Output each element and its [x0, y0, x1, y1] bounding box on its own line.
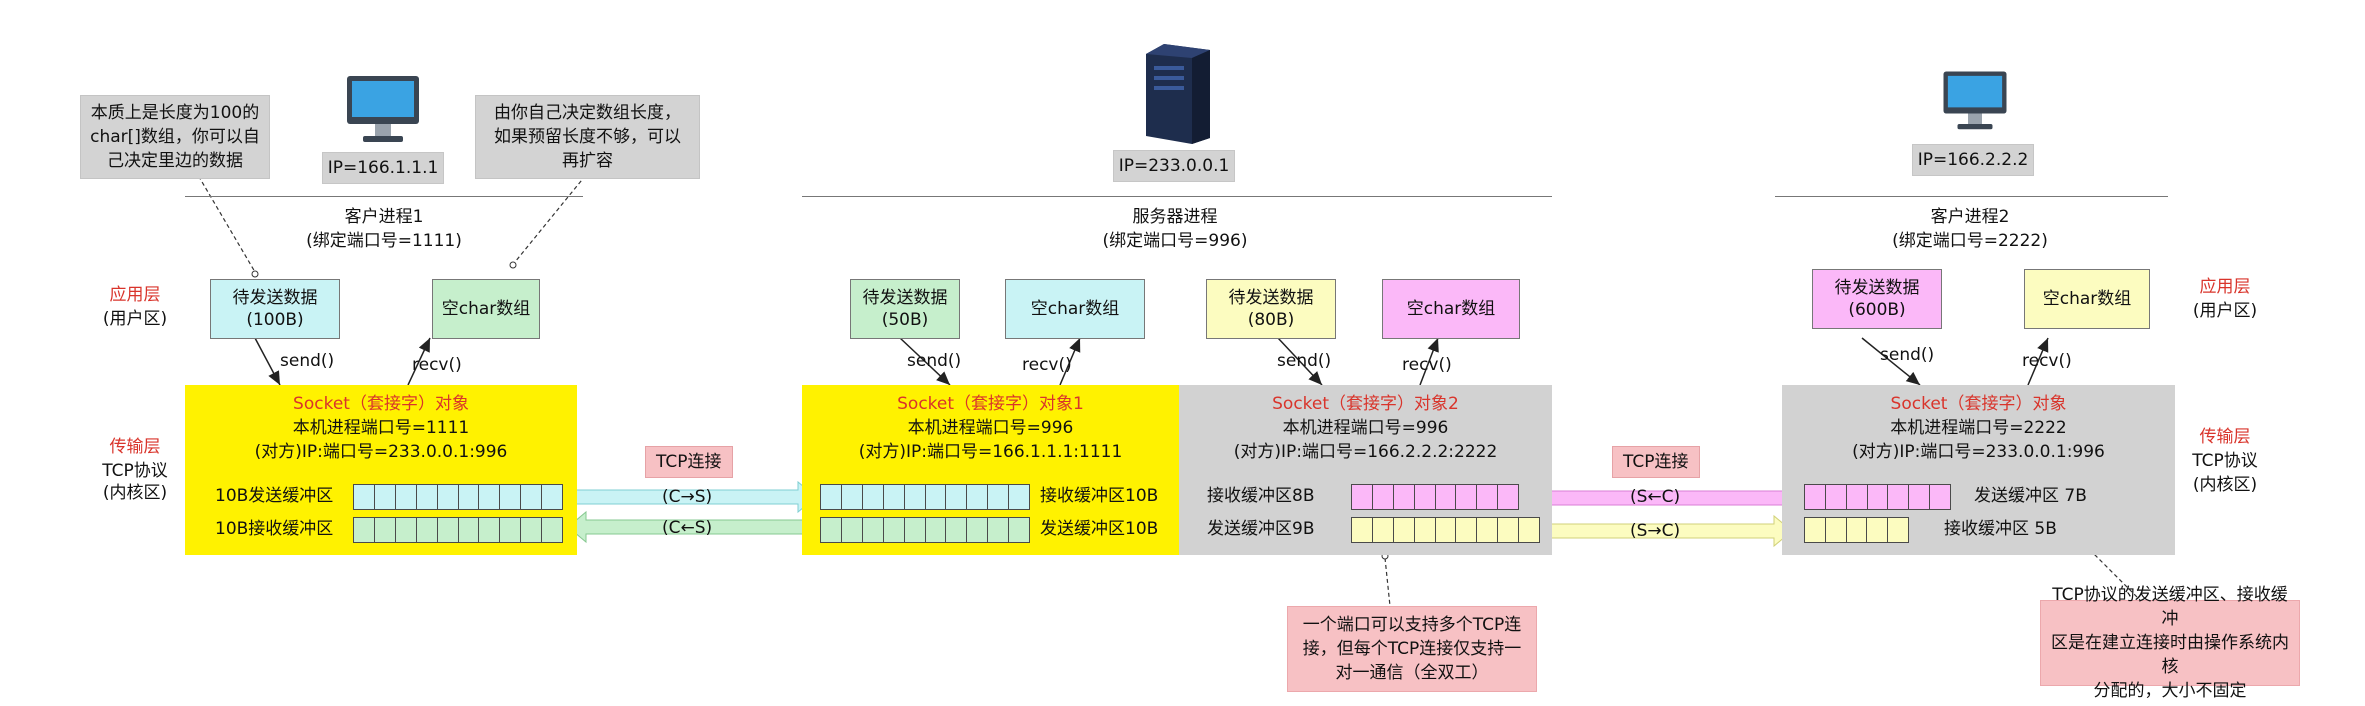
app-layer-label-right: 应用层 [2199, 277, 2251, 297]
client1-divider [185, 196, 583, 197]
transport-layer-sub1-left: TCP协议 [102, 461, 168, 481]
client2-socket-local-port: 本机进程端口号=2222 [1890, 418, 2067, 438]
client1-send-call: send() [280, 351, 335, 371]
client1-send-buffer [353, 484, 564, 510]
server-socket2-send-buffer-label: 发送缓冲区9B [1207, 519, 1315, 539]
client2-send-buffer [1804, 484, 1952, 510]
tcp-direction-right-bottom: (S→C) [1630, 521, 1681, 541]
server-socket2-peer: (对方)IP:端口号=166.2.2.2:2222 [1233, 442, 1498, 462]
client1-recv-buffer [353, 517, 564, 543]
transport-layer-sub2-left: (内核区) [102, 483, 168, 503]
server-socket2-title: Socket（套接字）对象2 [1272, 394, 1459, 414]
send-arrow-server1 [899, 337, 951, 386]
note-buffer-kernel: TCP协议的发送缓冲区、接收缓冲 区是在建立连接时由操作系统内核 分配的，大小不… [2040, 585, 2300, 701]
client1-ip: IP=166.1.1.1 [322, 152, 444, 184]
client2-recv-call: recv() [2022, 351, 2072, 371]
client1-socket-peer: (对方)IP:端口号=233.0.0.1:996 [254, 442, 508, 462]
server-send-data2-box: 待发送数据 (80B) [1206, 279, 1336, 339]
server-send-data1-box: 待发送数据 (50B) [850, 279, 960, 339]
transport-layer-label-right: 传输层 [2199, 427, 2251, 447]
server-divider [802, 196, 1552, 197]
transport-layer-sub2-right: (内核区) [2192, 475, 2258, 495]
client2-process-name: 客户进程2 [1930, 207, 2010, 227]
send-arrow-client2 [1861, 337, 1921, 386]
desktop-computer-icon [1940, 68, 2010, 138]
server-socket1-send-buffer [820, 517, 1031, 543]
server-socket1-peer: (对方)IP:端口号=166.1.1.1:1111 [858, 442, 1123, 462]
tcp-direction-left-bottom: (C←S) [662, 518, 713, 538]
send-arrow-server2 [1277, 337, 1323, 386]
client2-port: (绑定端口号=2222) [1892, 231, 2048, 251]
server-socket2: Socket（套接字）对象2 本机进程端口号=996 (对方)IP:端口号=16… [1179, 385, 1552, 555]
client2-socket-peer: (对方)IP:端口号=233.0.0.1:996 [1852, 442, 2105, 462]
server-socket1-send-buffer-label: 发送缓冲区10B [1040, 519, 1159, 539]
recv-arrow-server2 [1419, 337, 1439, 386]
server-socket2-recv-buffer [1351, 484, 1519, 510]
app-layer-sub-right: (用户区) [2192, 301, 2258, 321]
server-socket1-title: Socket（套接字）对象1 [897, 394, 1084, 414]
client1-process-name: 客户进程1 [344, 207, 424, 227]
client2-send-data-box: 待发送数据 (600B) [1812, 269, 1942, 329]
recv-arrow-client2 [2027, 337, 2049, 386]
server-ip: IP=233.0.0.1 [1113, 150, 1235, 182]
tcp-direction-left-top: (C→S) [662, 487, 713, 507]
server-socket2-local-port: 本机进程端口号=996 [1282, 418, 1449, 438]
client1-send-data-box: 待发送数据 (100B) [210, 279, 340, 339]
server-send-call2: send() [1277, 351, 1332, 371]
client2-socket: Socket（套接字）对象 本机进程端口号=2222 (对方)IP:端口号=23… [1782, 385, 2175, 555]
client1-port: (绑定端口号=1111) [306, 231, 462, 251]
server-recv-call1: recv() [1022, 355, 1072, 375]
client1-send-buffer-label: 10B发送缓冲区 [215, 486, 334, 506]
client2-ip: IP=166.2.2.2 [1912, 144, 2034, 176]
server-port: (绑定端口号=996) [1102, 231, 1248, 251]
app-layer-sub-left: (用户区) [102, 309, 168, 329]
transport-layer-sub1-right: TCP协议 [2192, 451, 2258, 471]
tcp-connection-label-left: TCP连接 [645, 446, 733, 478]
server-empty-array2-box: 空char数组 [1382, 279, 1520, 339]
server-socket1-local-port: 本机进程端口号=996 [907, 418, 1074, 438]
server-socket2-recv-buffer-label: 接收缓冲区8B [1207, 486, 1315, 506]
app-layer-label-left: 应用层 [109, 285, 161, 305]
client1-socket-local-port: 本机进程端口号=1111 [292, 418, 470, 438]
tcp-connection-label-right: TCP连接 [1612, 446, 1700, 478]
server-send-call1: send() [907, 351, 962, 371]
desktop-computer-icon [343, 72, 423, 152]
server-empty-array1-box: 空char数组 [1005, 279, 1145, 339]
server-socket1-recv-buffer-label: 接收缓冲区10B [1040, 486, 1159, 506]
client2-empty-array-box: 空char数组 [2024, 269, 2150, 329]
note-array-essence: 本质上是长度为100的 char[]数组，你可以自 己决定里边的数据 [80, 95, 270, 179]
client2-socket-title: Socket（套接字）对象 [1890, 394, 2067, 414]
client2-recv-buffer-label: 接收缓冲区 5B [1944, 519, 2057, 539]
send-arrow-client1 [254, 337, 281, 386]
server-socket1-recv-buffer [820, 484, 1031, 510]
tcp-direction-right-top: (S←C) [1630, 487, 1681, 507]
server-tower-icon [1140, 40, 1212, 145]
note-port-multi: 一个端口可以支持多个TCP连 接，但每个TCP连接仅支持一 对一通信（全双工） [1287, 606, 1537, 692]
client2-recv-buffer [1804, 517, 1909, 543]
recv-arrow-server1 [1059, 337, 1081, 386]
client2-send-buffer-label: 发送缓冲区 7B [1974, 486, 2087, 506]
client1-recv-buffer-label: 10B接收缓冲区 [215, 519, 334, 539]
client1-empty-array-box: 空char数组 [432, 279, 540, 339]
transport-layer-label-left: 传输层 [109, 437, 161, 457]
recv-arrow-client1 [407, 337, 431, 386]
client1-socket: Socket（套接字）对象 本机进程端口号=1111 (对方)IP:端口号=23… [185, 385, 577, 555]
client2-divider [1775, 196, 2168, 197]
note-array-length: 由你自己决定数组长度， 如果预留长度不够，可以 再扩容 [475, 95, 700, 179]
client1-recv-call: recv() [412, 355, 462, 375]
client2-send-call: send() [1880, 345, 1935, 365]
server-socket1: Socket（套接字）对象1 本机进程端口号=996 (对方)IP:端口号=16… [802, 385, 1179, 555]
client1-socket-title: Socket（套接字）对象 [293, 394, 469, 414]
server-process-name: 服务器进程 [1132, 207, 1218, 227]
server-socket2-send-buffer [1351, 517, 1541, 543]
server-recv-call2: recv() [1402, 355, 1452, 375]
